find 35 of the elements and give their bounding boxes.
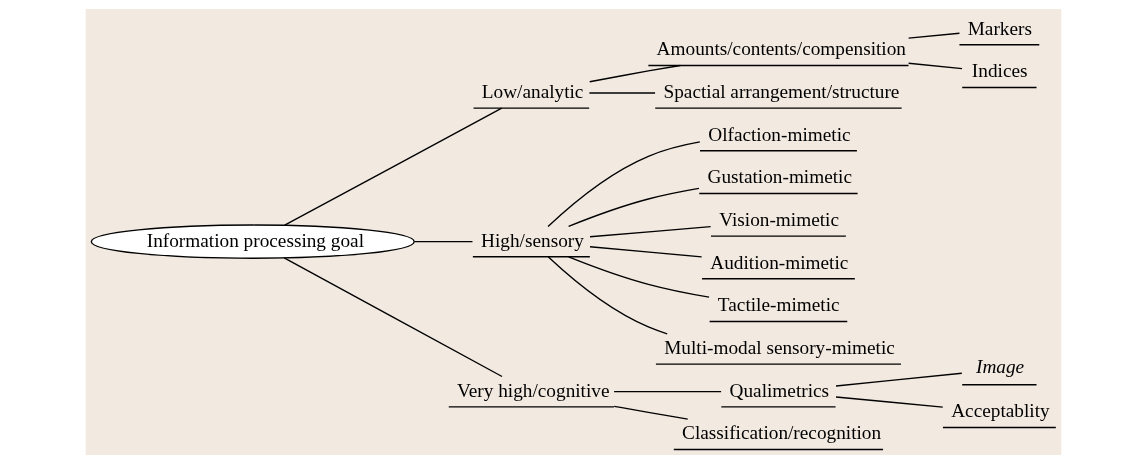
node-text: Audition-mimetic bbox=[709, 251, 848, 273]
node-text: Very high/cognitive bbox=[456, 379, 610, 401]
connector bbox=[588, 225, 711, 237]
node-text: Multi-modal sensory-mimetic bbox=[663, 336, 895, 358]
node-text: High/sensory bbox=[480, 229, 584, 251]
node-text: Tactile-mimetic bbox=[717, 293, 840, 315]
connector bbox=[907, 62, 963, 69]
connector bbox=[283, 107, 502, 226]
node-text: Amounts/contents/compensition bbox=[656, 37, 906, 59]
node-text: Low/analytic bbox=[481, 80, 583, 102]
node-text: Olfaction-mimetic bbox=[707, 123, 851, 145]
connector bbox=[834, 395, 943, 408]
node-text: Qualimetrics bbox=[729, 379, 829, 401]
connector bbox=[834, 372, 963, 387]
node-text: Acceptablity bbox=[950, 399, 1050, 421]
connector bbox=[612, 390, 722, 392]
connector bbox=[546, 140, 701, 227]
node-text: Image bbox=[975, 355, 1024, 377]
connector bbox=[588, 91, 656, 94]
node-text: Spactial arrangement/structure bbox=[663, 80, 899, 102]
connector bbox=[283, 256, 503, 377]
connector bbox=[567, 255, 710, 298]
connector bbox=[588, 245, 702, 258]
connector bbox=[567, 187, 700, 227]
node-ellipse: Information processing goal bbox=[90, 223, 415, 259]
node-text: Vision-mimetic bbox=[718, 208, 839, 230]
connector bbox=[907, 32, 960, 39]
node-text: Gustation-mimetic bbox=[707, 165, 852, 187]
connector bbox=[413, 240, 473, 242]
connector bbox=[547, 255, 668, 335]
node-text: Markers bbox=[967, 17, 1032, 39]
node-text: Classification/recognition bbox=[681, 421, 881, 443]
node-text: Indices bbox=[971, 59, 1027, 81]
connector bbox=[588, 64, 681, 82]
connector bbox=[613, 405, 688, 420]
